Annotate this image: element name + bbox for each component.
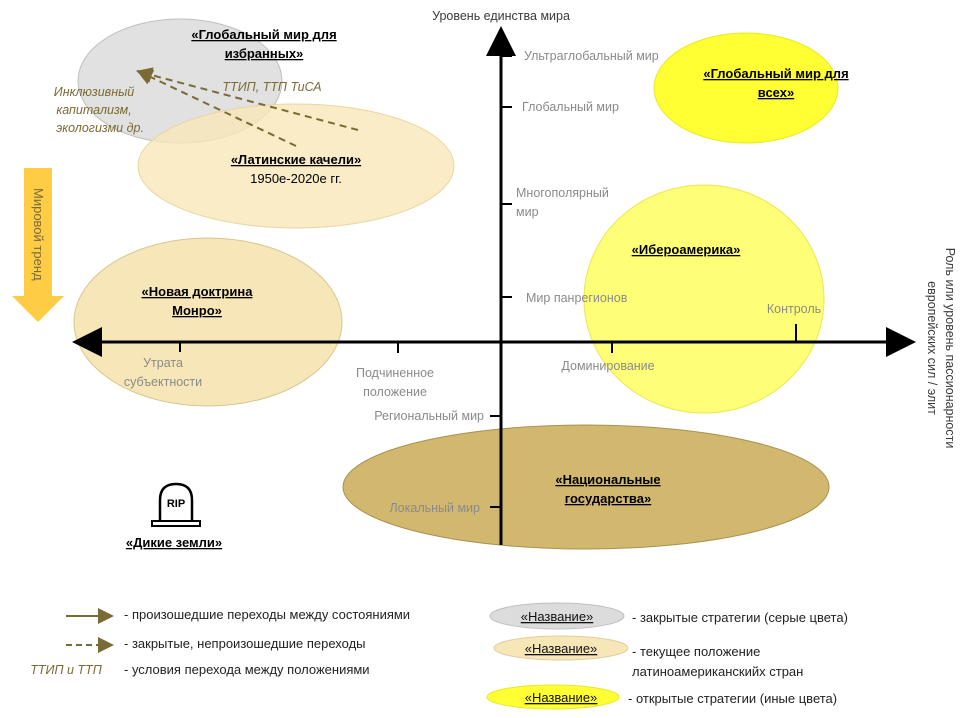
legend-beige-swatch [493,635,629,661]
legend-conditions-key: ТТИП и ТТП [30,663,102,677]
global-selected-conditions: ТТИП, ТТП ТиСА [222,80,321,94]
x-tick-label: Утрата [143,356,183,370]
ellipse-latin-swings [137,103,455,229]
ellipse-monroe [73,237,343,407]
iberoamerica-title: «Ибероамерика» [632,242,741,257]
legend-beige-name: «Название» [525,641,598,656]
y-tick-label: Региональный мир [374,409,484,423]
legend-gray-swatch [489,602,625,630]
rip-tombstone-icon: RIP [151,482,201,527]
monroe-title-2: Монро» [172,303,222,318]
y-tick-label: мир [516,205,539,219]
rip-text: RIP [167,498,185,510]
legend-solid-arrow-text: - произошедшие переходы между состояниям… [124,607,410,622]
national-title-2: государства» [565,491,651,506]
legend-yellow-name: «Название» [525,690,598,705]
world-trend-label: Мировой тренд [31,188,46,281]
ellipse-national [342,424,830,550]
dashed-arrow [136,67,359,131]
dashed-arrow [136,69,297,147]
world-trend-arrow [12,168,64,322]
legend-gray-name: «Название» [521,609,594,624]
y-tick-label: Мир панрегионов [526,291,628,305]
latin-swings-period: 1950е-2020е гг. [250,171,342,186]
x-tick-label: Доминирование [561,359,654,373]
latin-swings-title: «Латинские качели» [231,152,361,167]
x-axis-title-line2: европейских сил / элит [925,281,939,415]
legend-beige-text-1: - текущее положение [632,644,760,659]
x-tick-label: Подчиненное [356,366,434,380]
y-tick-label: Глобальный мир [522,100,619,114]
side-note-line3: экологизми др. [56,121,144,135]
legend-conditions-text: - условия перехода между положениями [124,662,370,677]
monroe-title-1: «Новая доктрина [142,284,254,299]
legend-gray-text: - закрытые стратегии (серые цвета) [632,610,848,625]
global-all-title-1: «Глобальный мир для [703,66,848,81]
ellipse-iberoamerica [583,184,825,414]
legend-dashed-arrow-text: - закрытые, непроизошедшие переходы [124,636,366,651]
legend-beige-text-2: латиноамериканскийх стран [632,664,803,679]
x-axis-title-line1: Роль или уровень пассионарности [943,248,957,449]
wild-lands-title: «Дикие земли» [126,535,222,550]
ellipse-global-all [653,32,839,144]
global-selected-title-2: избранных» [225,46,304,61]
y-tick-label: Многополярный [516,186,609,200]
legend-yellow-swatch [486,684,620,710]
legend-yellow-text: - открытые стратегии (иные цвета) [628,691,837,706]
x-tick-label: положение [363,385,427,399]
y-tick-label: Локальный мир [389,501,480,515]
y-axis-title: Уровень единства мира [432,9,570,23]
side-note-line2: капитализм, [56,103,131,117]
global-selected-title-1: «Глобальный мир для [191,27,336,42]
x-tick-label: Контроль [767,302,821,316]
global-all-title-2: всех» [758,85,794,100]
y-tick-label: Ультраглобальный мир [524,49,659,63]
x-tick-label: субъектности [124,375,202,389]
national-title-1: «Национальные [555,472,660,487]
side-note-line1: Инклюзивный [54,85,135,99]
